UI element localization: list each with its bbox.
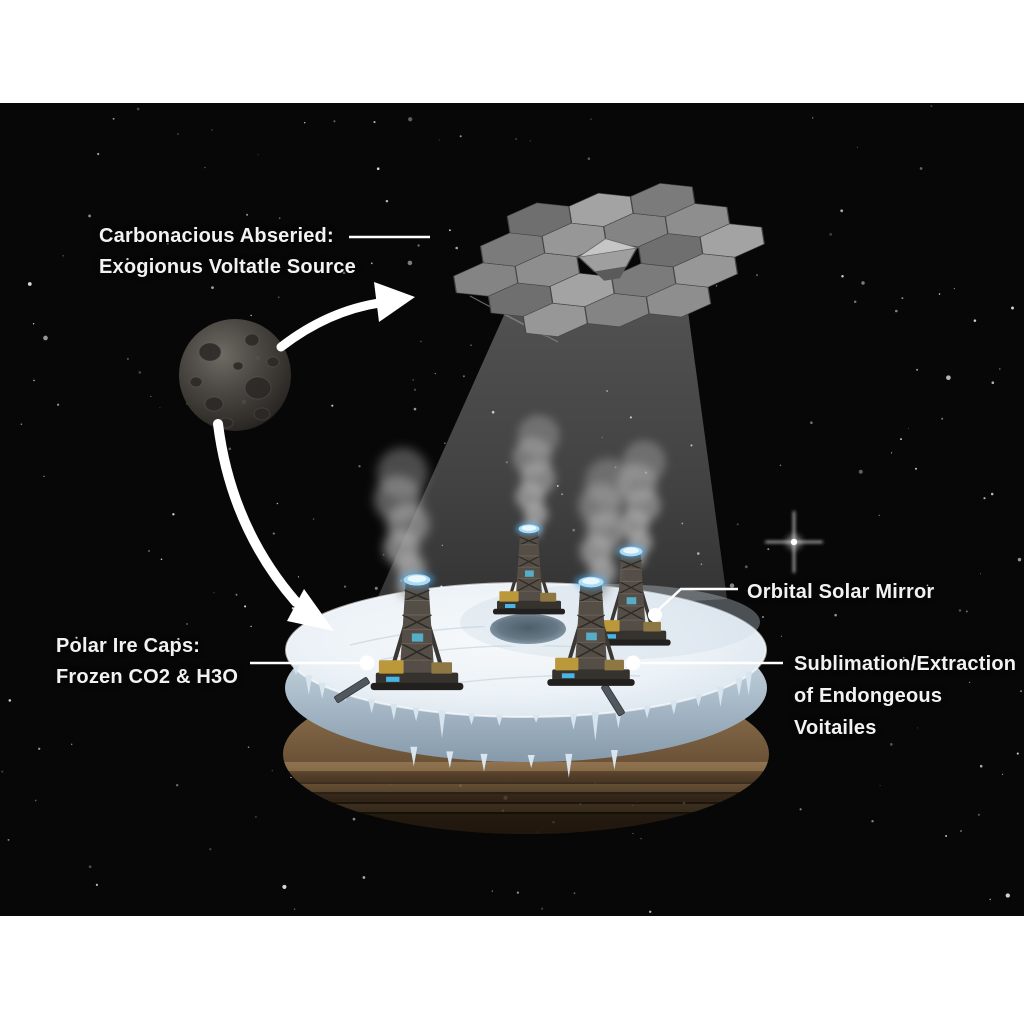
bore-hole xyxy=(490,614,566,644)
top-margin xyxy=(0,0,1024,103)
label-sublimation-extraction: Sublimation/Extraction of Endongeous Voi… xyxy=(794,648,1016,744)
solar-mirror-array-icon xyxy=(453,183,765,337)
label-exogenous-volatile-source: Carbonacious Abseried: Exogionus Voltatl… xyxy=(99,221,356,283)
label-line: Exogionus Voltatle Source xyxy=(99,256,356,278)
curved-arrow-to-ice xyxy=(213,419,334,631)
label-orbital-solar-mirror: Orbital Solar Mirror xyxy=(747,577,934,608)
bright-star xyxy=(765,511,823,573)
ice-cap-platform-icon xyxy=(283,582,769,834)
equipment-tracks xyxy=(334,677,625,717)
label-line: Sublimation/Extraction xyxy=(794,653,1017,675)
leader-lines xyxy=(250,235,783,665)
curved-arrow-to-mirror xyxy=(276,282,415,352)
label-line: Polar Ire Caps: xyxy=(56,635,201,657)
bottom-margin xyxy=(0,916,1024,1024)
leader-dot-polar-ice xyxy=(359,655,375,671)
label-line: Orbital Solar Mirror xyxy=(747,581,935,603)
leader-dots xyxy=(359,608,662,671)
asteroid-icon xyxy=(179,319,291,431)
label-line: of Endongeous xyxy=(794,685,943,707)
label-line: Carbonacious Abseried: xyxy=(99,225,334,247)
label-polar-ice-caps: Polar Ire Caps: Frozen CO2 & H3O xyxy=(56,631,238,693)
leader-line-orbital-mirror xyxy=(654,587,738,614)
leader-dot-orbital-mirror xyxy=(648,608,662,622)
leader-dot-sublimation xyxy=(625,655,641,671)
label-line: Voitailes xyxy=(794,717,877,739)
label-line: Frozen CO2 & H3O xyxy=(56,666,239,688)
